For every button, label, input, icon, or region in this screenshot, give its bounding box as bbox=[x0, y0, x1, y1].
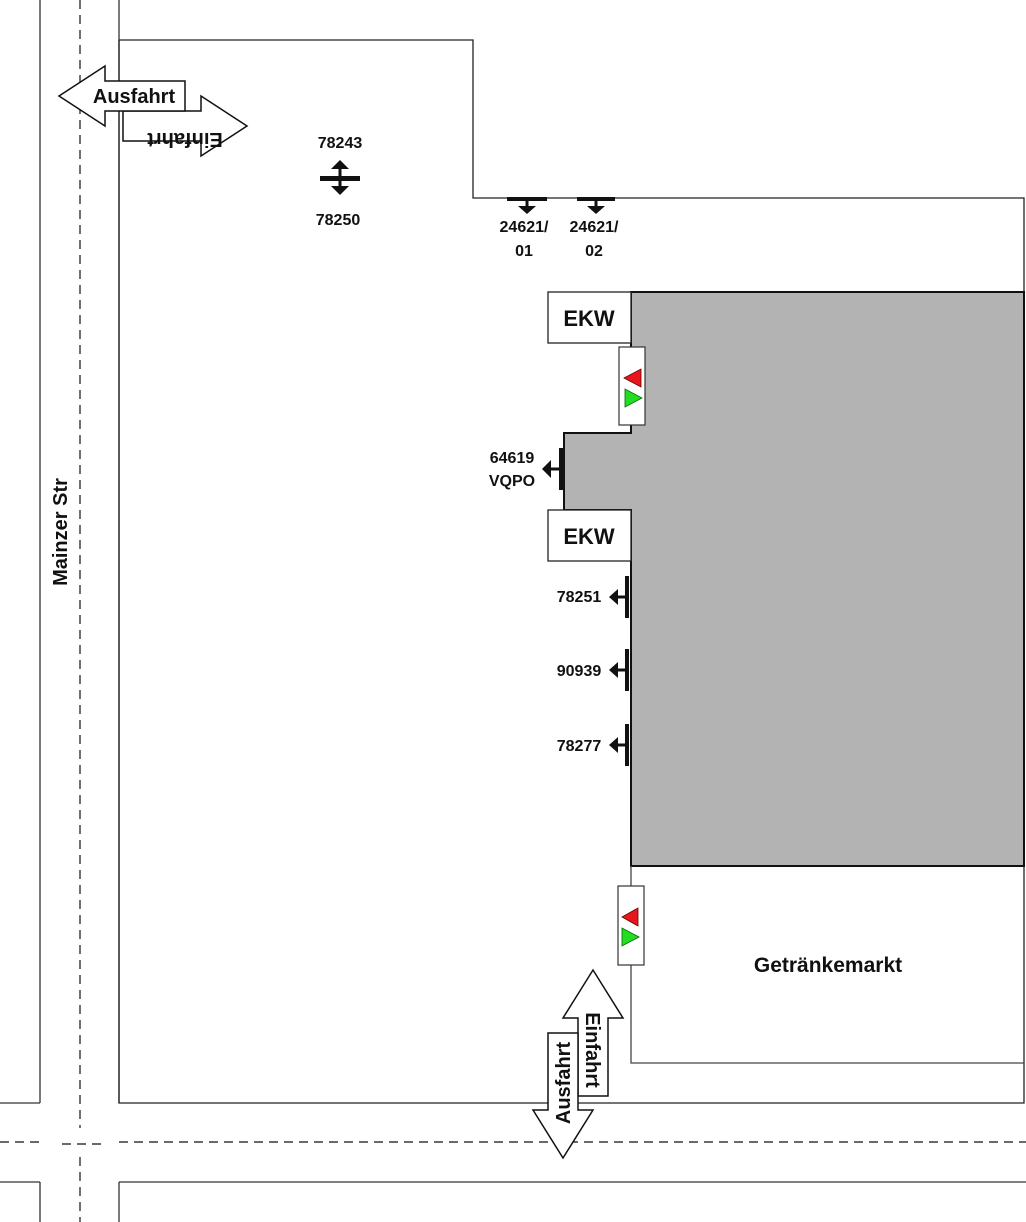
signal-red-icon bbox=[621, 907, 639, 927]
detector-90939: 90939 bbox=[557, 649, 629, 691]
exit-arrow-icon bbox=[531, 1032, 595, 1160]
detector-label: 78243 bbox=[318, 135, 363, 152]
exit-arrow-icon bbox=[57, 64, 186, 128]
exit-label: Ausfahrt bbox=[553, 1042, 575, 1125]
detector-24621-02: 24621/ 02 bbox=[570, 197, 619, 260]
detector-label: VQPO bbox=[489, 473, 535, 490]
detector-64619: 64619 VQPO bbox=[489, 448, 563, 490]
detector-label: 24621/ bbox=[570, 219, 619, 236]
detector-78243-78250: 78243 78250 bbox=[316, 135, 363, 229]
arrow-left-icon bbox=[609, 737, 618, 753]
exit-label: Ausfahrt bbox=[93, 86, 176, 108]
entry-label: Einfahrt bbox=[581, 1012, 603, 1088]
detector-24621-01: 24621/ 01 bbox=[500, 197, 549, 260]
detector-78277: 78277 bbox=[557, 724, 629, 766]
arrow-down-icon bbox=[518, 206, 536, 214]
detector-78251: 78251 bbox=[557, 576, 629, 618]
detector-label: 64619 bbox=[490, 450, 535, 467]
detector-label: 78250 bbox=[316, 212, 361, 229]
detector-label: 78277 bbox=[557, 738, 602, 755]
ekw-label: EKW bbox=[563, 524, 615, 549]
detector-label: 01 bbox=[515, 243, 533, 260]
arrow-left-icon bbox=[542, 460, 551, 478]
detector-label: 02 bbox=[585, 243, 603, 260]
arrow-up-icon bbox=[331, 160, 349, 169]
ekw-label: EKW bbox=[563, 306, 615, 331]
entrance-top-left: Einfahrt Ausfahrt bbox=[57, 64, 249, 158]
arrow-left-icon bbox=[609, 589, 618, 605]
traffic-signal bbox=[617, 885, 645, 966]
entry-label: Einfahrt bbox=[147, 128, 223, 150]
detector-label: 90939 bbox=[557, 663, 602, 680]
ekw-box: EKW bbox=[547, 291, 632, 344]
ekw-box: EKW bbox=[547, 509, 632, 562]
store-label: Getränkemarkt bbox=[754, 954, 902, 977]
entrance-bottom: Einfahrt Ausfahrt bbox=[531, 968, 625, 1160]
signal-green-icon bbox=[624, 388, 643, 408]
signal-green-icon bbox=[621, 927, 640, 947]
arrow-down-icon bbox=[587, 206, 605, 214]
arrow-down-icon bbox=[331, 186, 349, 195]
signal-red-icon bbox=[623, 368, 642, 388]
arrow-left-icon bbox=[609, 662, 618, 678]
street-label: Mainzer Str bbox=[50, 478, 72, 586]
traffic-signal bbox=[618, 346, 646, 426]
property-boundary bbox=[118, 39, 1025, 1104]
detector-label: 24621/ bbox=[500, 219, 549, 236]
detector-label: 78251 bbox=[557, 589, 602, 606]
